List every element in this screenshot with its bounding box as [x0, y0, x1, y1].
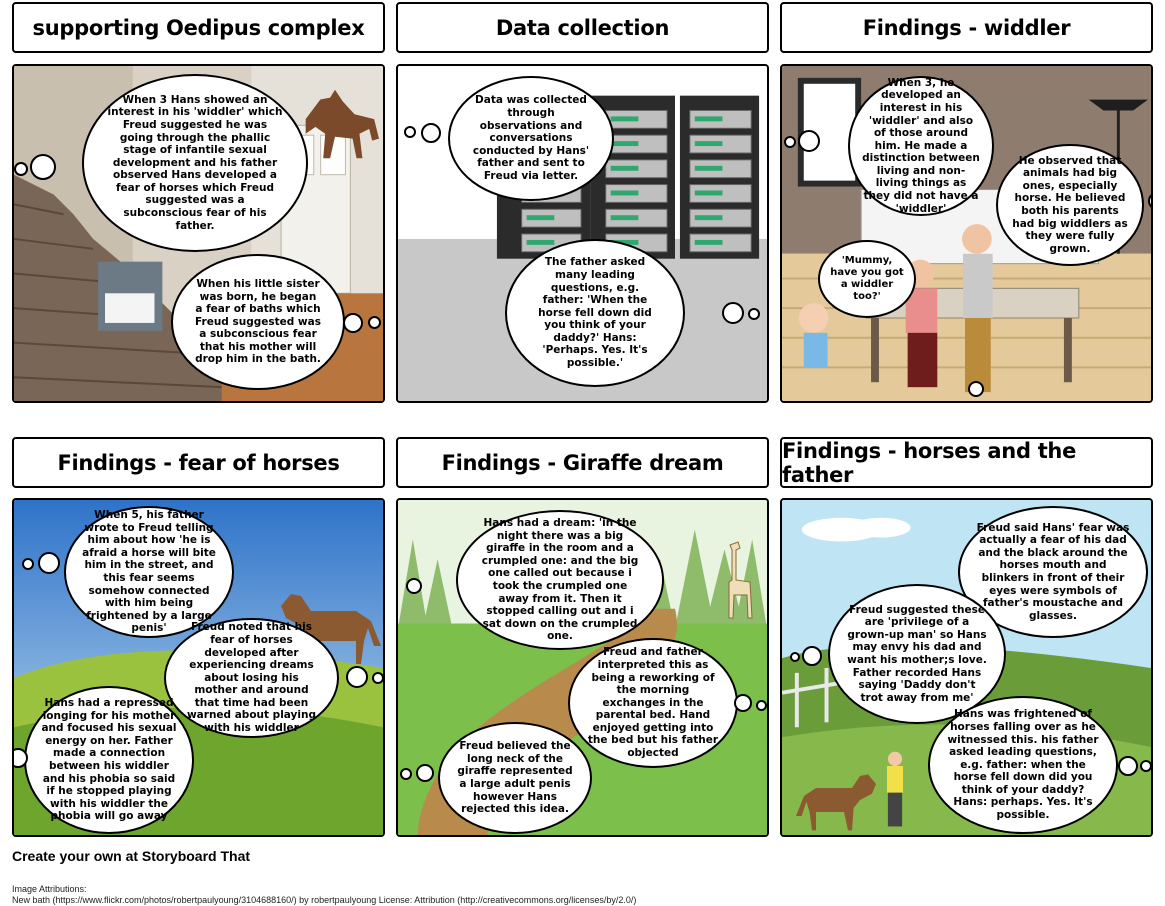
horse-icon [281, 594, 381, 664]
thought-dot [784, 136, 796, 148]
thought-bubble-big-ones: He observed that animals had big ones, e… [996, 144, 1144, 266]
panel-living-room: When 3, he developed an interest in his … [780, 64, 1153, 403]
horse-icon [305, 89, 379, 159]
title-data-collection: Data collection [396, 2, 769, 53]
thought-dot [1140, 760, 1151, 772]
thought-dot [38, 552, 60, 574]
thought-dot [400, 768, 412, 780]
thought-dot [722, 302, 744, 324]
thought-bubble-repressed: Hans had a repressed longing for his mot… [24, 686, 194, 834]
thought-dot [14, 162, 28, 176]
panel-servers: Data was collected through observations … [396, 64, 769, 403]
thought-dot [346, 666, 368, 688]
thought-dot [790, 652, 800, 662]
thought-bubble-widdler-interest: When 3, he developed an interest in his … [848, 76, 994, 216]
thought-bubble-dreams: Freud noted that his fear of horses deve… [164, 618, 339, 738]
title-findings-widdler: Findings - widdler [780, 2, 1153, 53]
image-attributions: Image Attributions: New bath (https://ww… [12, 884, 636, 906]
thought-bubble-reworking: Freud and father interpreted this as bei… [568, 638, 738, 768]
thought-dot [22, 558, 34, 570]
thought-bubble-privilege: Freud suggested these are 'privilege of … [828, 584, 1006, 724]
thought-dot [404, 126, 416, 138]
thought-dot [14, 748, 28, 768]
panel-forest-path: Hans had a dream: 'in the night there wa… [396, 498, 769, 837]
giraffe-icon [728, 541, 753, 619]
title-findings-horses-father: Findings - horses and the father [780, 437, 1153, 488]
thought-bubble-giraffe-neck: Freud believed the long neck of the gira… [438, 722, 592, 834]
thought-dot [421, 123, 441, 143]
thought-bubble-fear-of-dad: Freud said Hans' fear was actually a fea… [958, 506, 1148, 638]
thought-dot [756, 700, 767, 711]
thought-dot [968, 381, 984, 397]
thought-bubble-baths: When his little sister was born, he bega… [171, 254, 345, 390]
panel-pasture: Freud said Hans' fear was actually a fea… [780, 498, 1153, 837]
panel-field-horse: When 5, his father wrote to Freud tellin… [12, 498, 385, 837]
speech-bubble-mummy: 'Mummy, have you got a widdler too?' [818, 240, 916, 318]
storyboard-that-link[interactable]: Create your own at Storyboard That [12, 848, 251, 864]
thought-dot [368, 316, 381, 329]
title-findings-giraffe-dream: Findings - Giraffe dream [396, 437, 769, 488]
thought-dot [406, 578, 422, 594]
thought-dot [372, 672, 383, 684]
thought-bubble-falling-horses: Hans was frightened of horses falling ov… [928, 696, 1118, 834]
thought-bubble-afraid-horse: When 5, his father wrote to Freud tellin… [64, 506, 234, 638]
horse-icon [796, 774, 876, 831]
thought-dot [30, 154, 56, 180]
title-findings-fear-of-horses: Findings - fear of horses [12, 437, 385, 488]
panel-staircase: When 3 Hans showed an interest in his 'w… [12, 64, 385, 403]
attributions-line: New bath (https://www.flickr.com/photos/… [12, 895, 637, 905]
thought-bubble-leading-questions: The father asked many leading questions,… [505, 239, 685, 387]
thought-dot [748, 308, 760, 320]
thought-dot [416, 764, 434, 782]
thought-bubble-data-collected: Data was collected through observations … [448, 76, 614, 201]
thought-dot [802, 646, 822, 666]
thought-bubble-interest: When 3 Hans showed an interest in his 'w… [82, 74, 308, 252]
thought-dot [798, 130, 820, 152]
attributions-title: Image Attributions: [12, 884, 87, 894]
boy-figure [887, 751, 903, 827]
thought-bubble-dream: Hans had a dream: 'in the night there wa… [456, 510, 664, 650]
thought-dot [343, 313, 363, 333]
thought-dot [1118, 756, 1138, 776]
title-supporting-oedipus: supporting Oedipus complex [12, 2, 385, 53]
living-room-scene [782, 66, 1151, 401]
thought-dot [734, 694, 752, 712]
